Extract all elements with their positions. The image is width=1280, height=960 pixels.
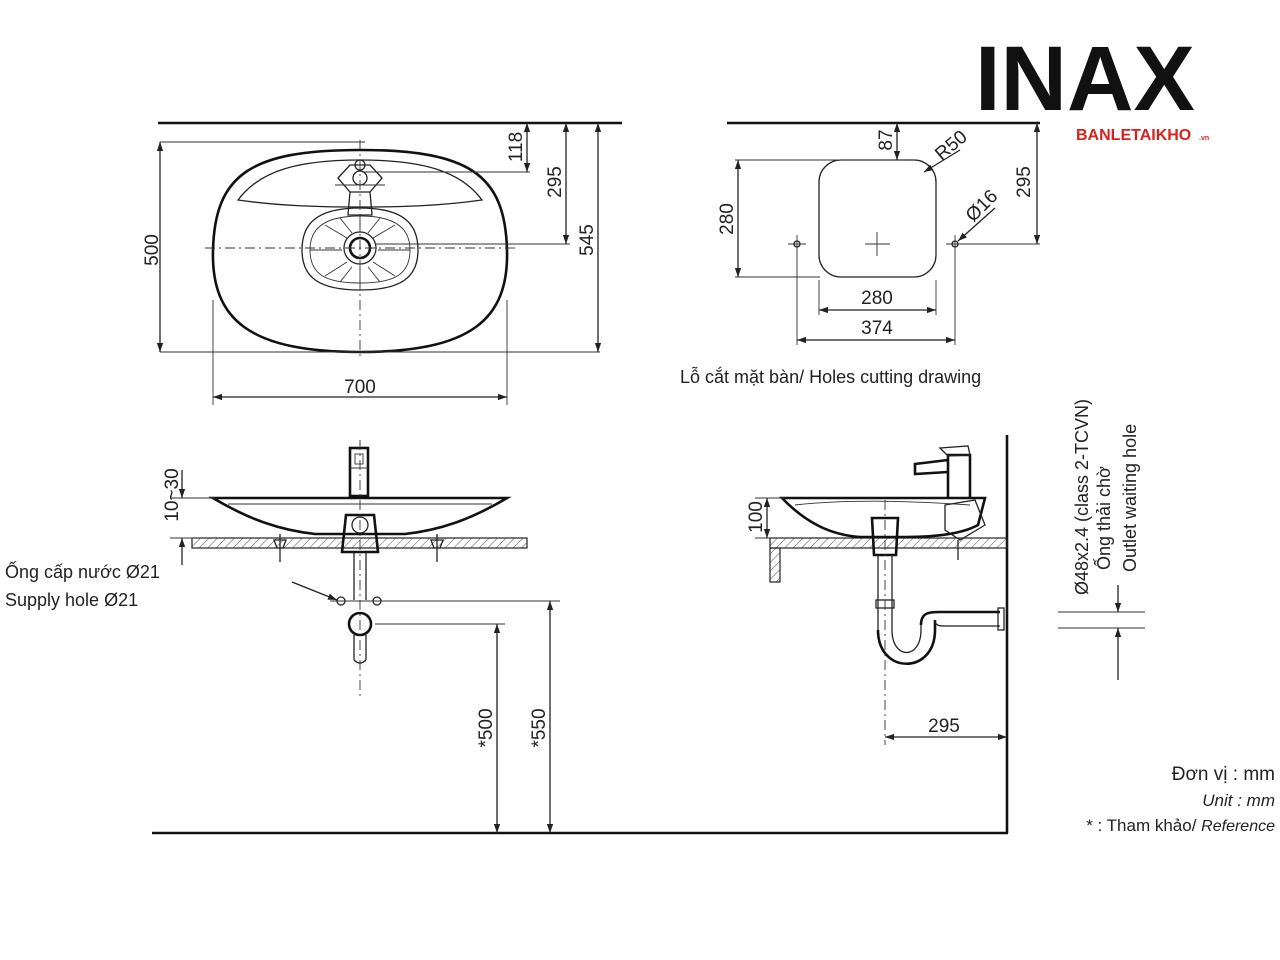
- drain-assembly-front: [340, 440, 380, 700]
- countertop-front: [191, 537, 528, 549]
- dim-550-height: *550: [529, 708, 550, 747]
- supply-leader: [291, 581, 338, 601]
- faucet-hole-right: [946, 235, 964, 253]
- supply-hole: [330, 596, 388, 606]
- reference-vi: : Tham khảo/: [1093, 816, 1201, 835]
- countertop-edge: [769, 547, 781, 583]
- top-view: 500 118 295 545 700: [142, 121, 622, 405]
- basin-rear-deck: [236, 159, 484, 208]
- outlet-spec: Ø48x2.4 (class 2-TCVN): [1072, 399, 1092, 595]
- reference-note: * : Tham khảo/ Reference: [1086, 816, 1275, 835]
- front-view: Ống cấp nước Ø21 Supply hole Ø21 10~30 *…: [5, 440, 1008, 835]
- logo-text: INAX: [975, 28, 1195, 130]
- logo-subtext-suffix: .vn: [1199, 135, 1209, 142]
- faucet-hole-left: [788, 235, 806, 253]
- basin-side: [778, 496, 987, 539]
- cutout-square: [818, 159, 937, 278]
- outlet-label-en: Outlet waiting hole: [1120, 424, 1140, 572]
- logo-subtext: BANLETAIKHO: [1076, 127, 1191, 144]
- cutout-caption: Lỗ cắt mặt bàn/ Holes cutting drawing: [680, 366, 981, 387]
- dim-r50: R50: [931, 127, 971, 165]
- supply-label-en: Supply hole Ø21: [5, 590, 138, 610]
- reference-en: Reference: [1201, 818, 1275, 835]
- unit-en: Unit : mm: [1202, 791, 1275, 810]
- dim-100: 100: [746, 501, 767, 533]
- basin-front: [208, 496, 512, 536]
- faucet-front: [348, 446, 370, 498]
- dim-width: 700: [344, 377, 376, 398]
- dim-10-30: 10~30: [162, 468, 183, 521]
- drain-assembly-side: [870, 500, 1005, 745]
- dim-295-side: 295: [928, 716, 960, 737]
- dim-295-cutout: 295: [1014, 166, 1035, 198]
- dim-depth: 500: [142, 234, 163, 266]
- units-legend: Đơn vị : mm Unit : mm * : Tham khảo/ Ref…: [1086, 764, 1275, 835]
- supply-label-vi: Ống cấp nước Ø21: [5, 561, 160, 582]
- cutout-view: 87 R50 295 280 Ø16 280 374 Lỗ cắt mặt bà…: [680, 121, 1041, 387]
- dim-280-horizontal: 280: [861, 288, 893, 309]
- faucet-side: [913, 445, 972, 560]
- dim-545: 545: [577, 224, 598, 256]
- dim-87: 87: [876, 129, 897, 150]
- dim-295: 295: [545, 166, 566, 198]
- dim-line-r50: [923, 149, 961, 173]
- dim-line-d16: [957, 207, 996, 242]
- dim-d16: Ø16: [962, 186, 1002, 226]
- outlet-label-vi: Ống thải chờ: [1093, 466, 1114, 570]
- countertop-side: [769, 537, 1008, 549]
- dim-280-vertical: 280: [717, 203, 738, 235]
- dim-500-height: *500: [476, 708, 497, 747]
- mounting-bolts: [273, 534, 444, 562]
- dim-118: 118: [506, 132, 527, 162]
- side-view: 100 295 Ø48x2.4 (class 2-TCVN) Ống thải …: [746, 399, 1145, 833]
- unit-vi: Đơn vị : mm: [1172, 764, 1275, 785]
- dim-374: 374: [861, 318, 893, 339]
- brand-logo: INAX BANLETAIKHO .vn: [975, 28, 1209, 144]
- reference-mark: *: [1086, 816, 1093, 835]
